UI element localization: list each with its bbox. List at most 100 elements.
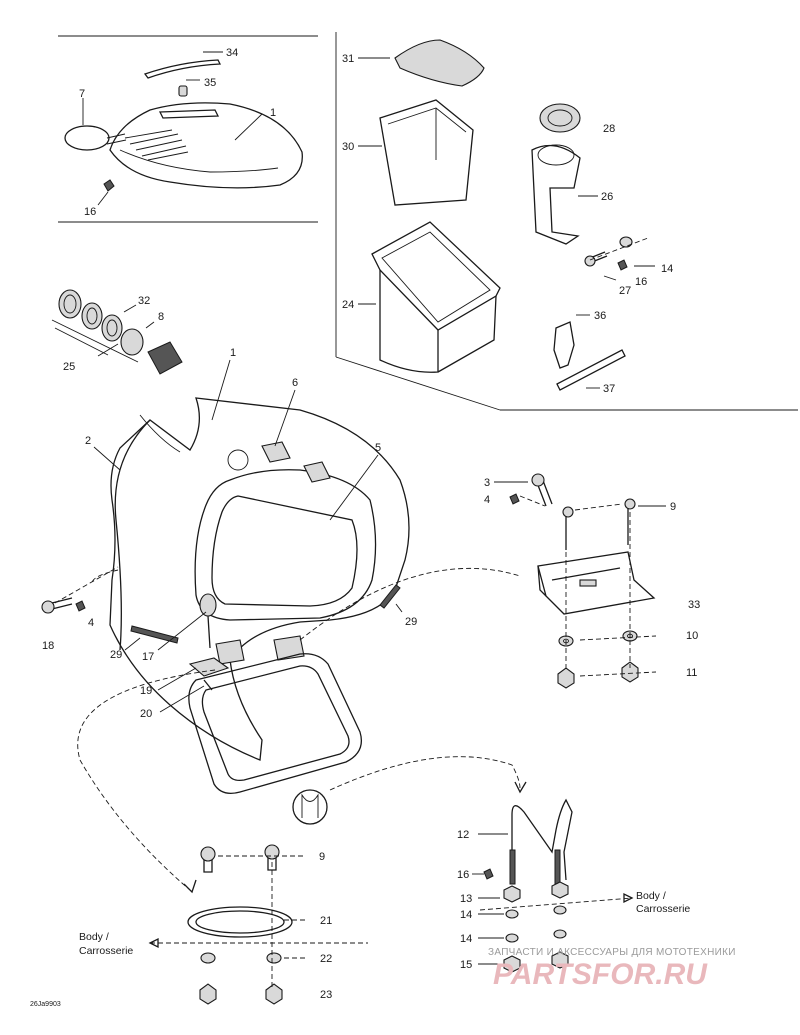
part-26-holder bbox=[531, 144, 581, 245]
callout-24: 24 bbox=[342, 299, 354, 311]
callout-25: 25 bbox=[63, 361, 75, 373]
part-36-fitting bbox=[553, 321, 575, 369]
callout-27: 27 bbox=[619, 285, 631, 297]
part-14-washer-b bbox=[505, 909, 519, 919]
callout-34: 34 bbox=[226, 47, 238, 59]
part-14-washer-e bbox=[553, 929, 567, 939]
part-2-edge-trim bbox=[114, 419, 151, 651]
inset-box-group bbox=[335, 32, 798, 411]
detail-circle bbox=[292, 789, 328, 825]
part-11-nut-b bbox=[621, 661, 639, 683]
callout-6: 6 bbox=[292, 377, 298, 389]
part-30-bin bbox=[379, 99, 474, 206]
callout-36: 36 bbox=[594, 310, 606, 322]
part-23-nut-a bbox=[199, 983, 217, 1005]
callout-32: 32 bbox=[138, 295, 150, 307]
part-7-pad bbox=[64, 125, 110, 151]
hinge-left bbox=[215, 639, 245, 665]
callout-7: 7 bbox=[79, 88, 85, 100]
callout-22: 22 bbox=[320, 953, 332, 965]
gasket-frame bbox=[188, 653, 363, 825]
callout-23: 23 bbox=[320, 989, 332, 1001]
watermark-text: ЗАПЧАСТИ И АКСЕССУАРЫ ДЛЯ МОТОТЕХНИКИ bbox=[488, 947, 736, 958]
part-23-nut-b bbox=[265, 983, 283, 1005]
body-labels: Body / Carrosserie Body / Carrosserie bbox=[79, 890, 690, 957]
callout-17: 17 bbox=[142, 651, 154, 663]
part-15-nut-b bbox=[551, 951, 569, 969]
callout-4: 4 bbox=[484, 494, 490, 506]
part-31-lid bbox=[394, 39, 485, 87]
callout-1: 1 bbox=[270, 107, 276, 119]
callout-8: 8 bbox=[158, 311, 164, 323]
part-16-nut bbox=[103, 179, 115, 192]
part-32-grommet-b bbox=[81, 302, 103, 330]
watermark: ЗАПЧАСТИ И АКСЕССУАРЫ ДЛЯ МОТОТЕХНИКИ PA… bbox=[488, 947, 736, 991]
callout-5: 5 bbox=[375, 442, 381, 454]
part-1-panel bbox=[109, 397, 410, 761]
callout-12: 12 bbox=[457, 829, 469, 841]
body-label-right-1: Body / bbox=[636, 890, 666, 902]
callout-11: 11 bbox=[686, 667, 697, 679]
part-5-window-frame bbox=[194, 469, 377, 621]
part-13-nut-b bbox=[551, 881, 569, 899]
body-label-left-2: Carrosserie bbox=[79, 945, 133, 957]
part-22-washer-a bbox=[200, 952, 216, 964]
callout-2: 2 bbox=[85, 435, 91, 447]
callout-labels: 34 35 7 1 16 31 30 28 26 14 16 27 24 36 … bbox=[42, 47, 700, 1001]
callout-29: 29 bbox=[110, 649, 122, 661]
part-11-nut-a bbox=[557, 667, 575, 689]
assembly-arrows bbox=[77, 669, 527, 894]
callout-3: 3 bbox=[484, 477, 490, 489]
part-14-washer bbox=[619, 236, 633, 248]
part-4-nut bbox=[509, 493, 520, 505]
part-1-cover bbox=[109, 102, 303, 189]
body-label-left-1: Body / bbox=[79, 931, 109, 943]
callout-30: 30 bbox=[342, 141, 354, 153]
part-14-washer-d bbox=[505, 933, 519, 943]
hinge-right bbox=[273, 635, 305, 661]
part-13-nut-a bbox=[503, 885, 521, 903]
callout-21: 21 bbox=[320, 915, 332, 927]
callout-1: 1 bbox=[230, 347, 236, 359]
callout-37: 37 bbox=[603, 383, 615, 395]
callout-35: 35 bbox=[204, 77, 216, 89]
callout-14: 14 bbox=[460, 933, 472, 945]
callout-16: 16 bbox=[84, 206, 96, 218]
gasket-frame-inner bbox=[201, 665, 350, 782]
callout-31: 31 bbox=[342, 53, 354, 65]
part-34-strip bbox=[143, 59, 222, 79]
callout-29: 29 bbox=[405, 616, 417, 628]
callout-14: 14 bbox=[661, 263, 673, 275]
part-1-round-mark bbox=[227, 449, 249, 471]
callout-15: 15 bbox=[460, 959, 472, 971]
drawing-code: 26Ja9903 bbox=[30, 1001, 61, 1008]
part-14-washer-c bbox=[553, 905, 567, 915]
bottom-left-hardware bbox=[148, 844, 368, 1005]
part-1-cover-hatch bbox=[124, 129, 189, 161]
callout-4: 4 bbox=[88, 617, 94, 629]
gasket-frame-outer bbox=[188, 653, 363, 795]
part-1-cover-vent bbox=[158, 109, 220, 119]
main-body-panel bbox=[41, 359, 410, 761]
part-16-nut-b bbox=[617, 259, 628, 271]
callout-19: 19 bbox=[140, 685, 152, 697]
part-9-screw-c bbox=[203, 860, 213, 873]
part-6-vent-a bbox=[261, 441, 291, 463]
part-32-grommet-c bbox=[101, 314, 123, 342]
part-8-spring bbox=[147, 341, 183, 375]
callout-10: 10 bbox=[686, 630, 698, 642]
grommet-stack bbox=[51, 289, 183, 375]
part-21-gasket-ring bbox=[187, 906, 293, 938]
part-4-nut-left bbox=[75, 600, 86, 612]
callout-16: 16 bbox=[457, 869, 469, 881]
part-16-nut-c bbox=[483, 868, 494, 880]
callout-16: 16 bbox=[635, 276, 647, 288]
body-label-right-2: Carrosserie bbox=[636, 903, 690, 915]
inset-cover-group bbox=[58, 35, 318, 223]
callout-13: 13 bbox=[460, 893, 472, 905]
callout-14: 14 bbox=[460, 909, 472, 921]
callout-9: 9 bbox=[319, 851, 325, 863]
watermark-logo: PARTSFOR.RU bbox=[493, 958, 708, 991]
part-15-nut-a bbox=[503, 955, 521, 973]
